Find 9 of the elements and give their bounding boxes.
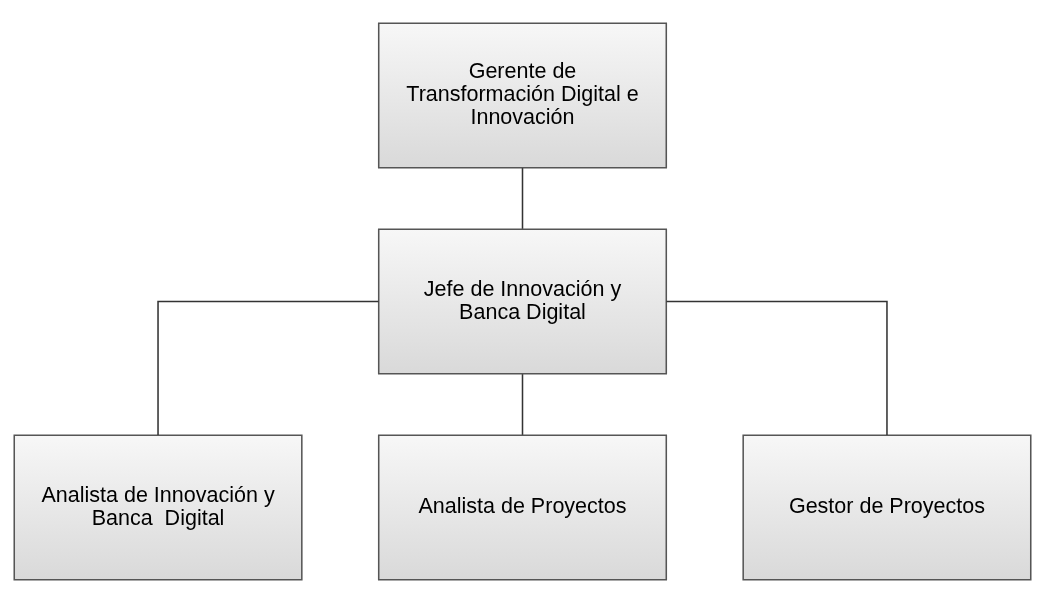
node-box: Analista de Innovación y Banca Digital	[13, 434, 303, 581]
connector	[521, 167, 524, 230]
connector	[665, 300, 888, 436]
node-box: Gestor de Proyectos	[742, 434, 1032, 581]
node-box: Analista de Proyectos	[377, 434, 668, 581]
connector	[521, 373, 524, 436]
node-box: Jefe de Innovación y Banca Digital	[377, 228, 668, 375]
node-box: Gerente de Transformación Digital e Innovación	[377, 22, 668, 169]
connector	[157, 300, 380, 436]
